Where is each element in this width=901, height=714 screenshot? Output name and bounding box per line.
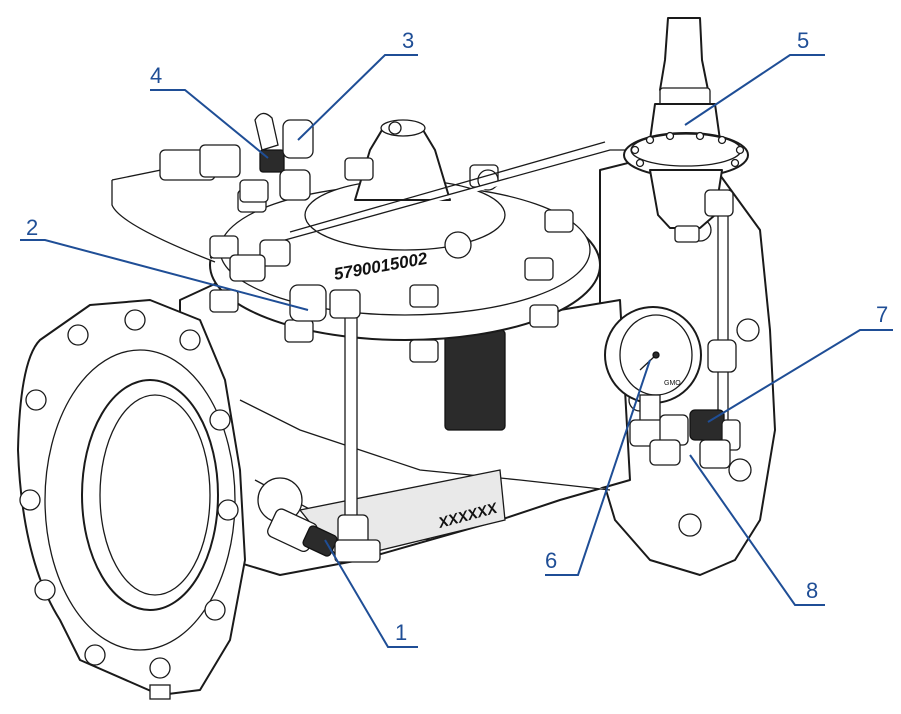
pilot-regulator [623,17,749,243]
callout-8: 8 [689,454,825,606]
callout-2: 2 [20,215,309,311]
svg-text:8: 8 [806,578,818,603]
pressure-gauge: GMO [604,306,702,426]
lower-fitting [257,477,381,563]
needle-valve-assembly [159,112,314,203]
svg-text:3: 3 [402,28,414,53]
svg-text:6: 6 [545,548,557,573]
svg-text:7: 7 [876,302,888,327]
callout-3: 3 [297,28,418,141]
callouts: 1 2 3 4 5 6 7 8 [20,28,893,648]
callout-6: 6 [545,359,651,576]
svg-text:1: 1 [395,620,407,645]
inlet-flange [17,299,246,700]
callout-5: 5 [684,28,825,126]
lower-pilot-fittings [629,339,741,469]
callout-1: 1 [324,539,418,648]
svg-text:2: 2 [26,215,38,240]
callout-4: 4 [150,63,269,159]
gauge-marking: GMO [664,380,681,387]
svg-text:4: 4 [150,63,162,88]
svg-text:5: 5 [797,28,809,53]
callout-7: 7 [707,302,893,423]
bonnet-fitting [229,239,361,322]
